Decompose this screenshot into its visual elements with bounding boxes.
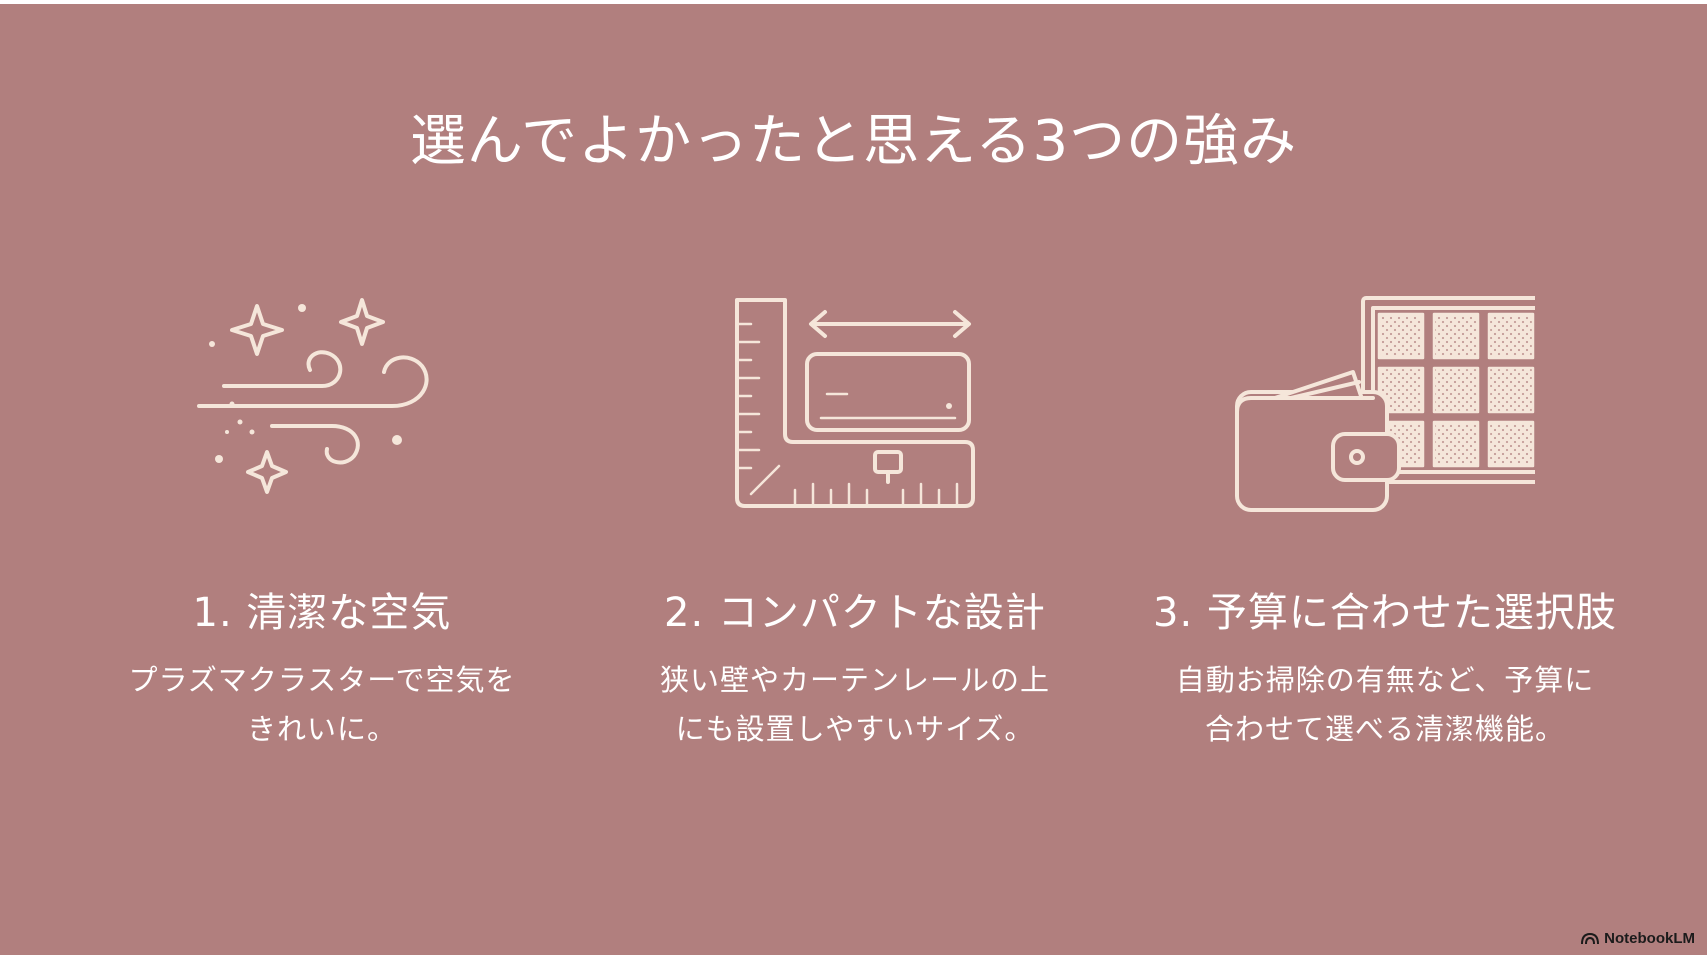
- feature-description-line: きれいに。: [246, 712, 397, 746]
- feature-heading: 3. 予算に合わせた選択肢: [1153, 590, 1617, 636]
- wallet-filter-icon: [1235, 296, 1535, 512]
- feature-description-line: 自動お掃除の有無など、予算に: [1175, 663, 1595, 697]
- feature-heading: 2. コンパクトな設計: [664, 590, 1046, 636]
- feature-card-compact-design: 2. コンパクトな設計 狭い壁やカーテンレールの上 にも設置しやすいサイズ。: [595, 294, 1115, 754]
- sparkle-wind-icon: [197, 298, 429, 494]
- feature-description-line: にも設置しやすいサイズ。: [675, 712, 1035, 746]
- feature-description-line: 狭い壁やカーテンレールの上: [659, 663, 1050, 697]
- notebooklm-logo-icon: [1581, 932, 1600, 944]
- feature-card-budget-options: 3. 予算に合わせた選択肢 自動お掃除の有無など、予算に 合わせて選べる清潔機能…: [1125, 294, 1645, 754]
- feature-description: プラズマクラスターで空気を きれいに。: [62, 656, 582, 754]
- notebooklm-watermark: NotebookLM: [1581, 930, 1695, 947]
- feature-card-clean-air: 1. 清潔な空気 プラズマクラスターで空気を きれいに。: [62, 294, 582, 754]
- feature-description-line: 合わせて選べる清潔機能。: [1204, 712, 1565, 746]
- slide-title: 選んでよかったと思える3つの強み: [409, 109, 1298, 174]
- feature-description: 自動お掃除の有無など、予算に 合わせて選べる清潔機能。: [1125, 656, 1645, 754]
- brand-label: NotebookLM: [1604, 930, 1695, 947]
- feature-description: 狭い壁やカーテンレールの上 にも設置しやすいサイズ。: [595, 656, 1115, 754]
- slide: 選んでよかったと思える3つの強み 1. 清潔な空気 プラズマクラスターで空気を …: [0, 4, 1707, 955]
- feature-heading: 1. 清潔な空気: [192, 590, 452, 636]
- air-conditioner-ruler-icon: [735, 298, 975, 508]
- feature-description-line: プラズマクラスターで空気を: [128, 663, 516, 697]
